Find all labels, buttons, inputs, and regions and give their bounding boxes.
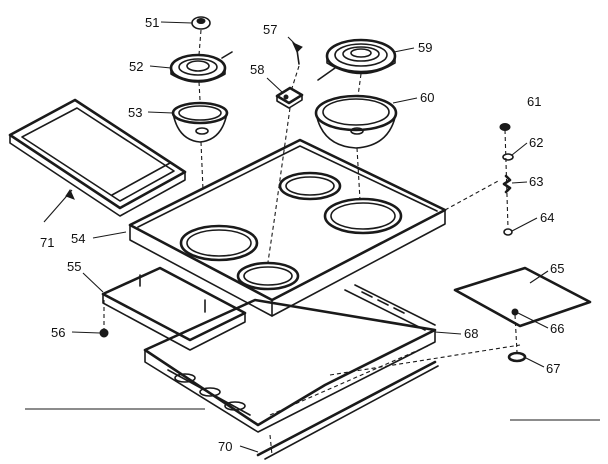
callout-62: 62	[529, 135, 543, 150]
part-67-foot	[507, 351, 527, 363]
part-71-cover-panel	[8, 98, 187, 217]
callout-labels: 51 52 53 54 55 56 57 58 59 60 61 62 63 6…	[40, 15, 564, 454]
part-58-terminal-block	[275, 86, 304, 109]
assembly-guide-lines	[103, 29, 521, 456]
part-64-screw	[503, 228, 513, 236]
callout-54: 54	[71, 231, 85, 246]
callout-52: 52	[129, 59, 143, 74]
callout-53: 53	[128, 105, 142, 120]
part-65-panel	[453, 266, 592, 328]
callout-60: 60	[420, 90, 434, 105]
part-59-surface-element-large	[317, 38, 397, 81]
part-68-vent-strip	[344, 284, 436, 331]
part-61-clip	[499, 123, 511, 131]
part-55-bracket	[101, 266, 247, 351]
callout-59: 59	[418, 40, 432, 55]
callout-57: 57	[263, 22, 277, 37]
callout-64: 64	[540, 210, 554, 225]
part-57-screw	[292, 42, 303, 65]
part-70-trim-strip	[256, 360, 439, 460]
callout-71: 71	[40, 235, 54, 250]
part-53-drip-bowl-small	[171, 101, 229, 143]
callout-65: 65	[550, 261, 564, 276]
part-52-surface-element-small	[169, 51, 233, 83]
part-62-washer	[502, 153, 514, 161]
callout-55: 55	[67, 259, 81, 274]
callout-63: 63	[529, 174, 543, 189]
callout-68: 68	[464, 326, 478, 341]
callout-56: 56	[51, 325, 65, 340]
part-66-screw	[511, 308, 519, 316]
part-60-drip-bowl-large	[314, 94, 398, 149]
part-51-cap	[191, 16, 211, 30]
callout-66: 66	[550, 321, 564, 336]
part-56-screw	[99, 328, 109, 338]
callout-58: 58	[250, 62, 264, 77]
callout-70: 70	[218, 439, 232, 454]
callout-67: 67	[546, 361, 560, 376]
callout-51: 51	[145, 15, 159, 30]
part-63-spring	[502, 174, 512, 194]
callout-61: 61	[527, 94, 541, 109]
leader-lines	[25, 21, 600, 453]
lower-pan	[143, 298, 437, 433]
